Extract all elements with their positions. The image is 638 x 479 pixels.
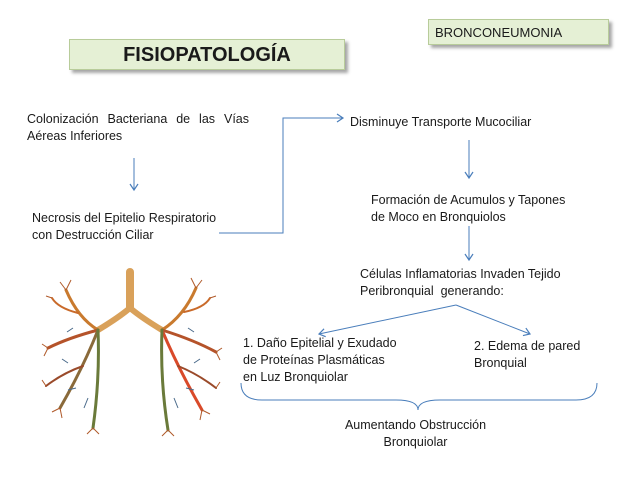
node-dano-line-2: de Proteínas Plasmáticas xyxy=(243,353,385,367)
node-edema: 2. Edema de pared Bronquial xyxy=(474,338,580,372)
node-necrosis-line-1: Necrosis del Epitelio Respiratorio xyxy=(32,211,217,225)
node-aumentando-line-1: Aumentando Obstrucción xyxy=(344,418,487,432)
node-aumentando: Aumentando Obstrucción Bronquiolar xyxy=(343,417,488,451)
title-box: FISIOPATOLOGÍA xyxy=(69,39,345,70)
node-dano-line-1: 1. Daño Epitelial y Exudado xyxy=(243,336,397,350)
arrow-celulas-dano xyxy=(317,304,457,338)
node-necrosis-line-2: con Destrucción Ciliar xyxy=(32,228,154,242)
page-title: FISIOPATOLOGÍA xyxy=(123,44,291,66)
node-edema-line-2: Bronquial xyxy=(474,356,527,370)
bronconeumonia-text: BRONCONEUMONIA xyxy=(435,25,563,40)
node-formacion-line-2: de Moco en Bronquiolos xyxy=(371,210,506,224)
node-colonizacion-2: Aéreas Inferiores xyxy=(27,128,122,145)
node-edema-line-1: 2. Edema de pared xyxy=(474,339,581,353)
bronconeumonia-label: BRONCONEUMONIA xyxy=(428,19,609,45)
node-celulas-line-1: Células Inflamatorias Invaden Tejido xyxy=(360,267,561,281)
node-formacion-line-1: Formación de Acumulos y Tapones xyxy=(371,193,566,207)
node-disminuye: Disminuye Transporte Mucociliar xyxy=(350,114,531,131)
node-aumentando-line-2: Bronquiolar xyxy=(383,435,448,449)
node-disminuye-line-1: Disminuye Transporte Mucociliar xyxy=(350,115,532,129)
lung-bronchial-tree-image xyxy=(38,268,224,442)
node-celulas-line-2: Peribronquial generando: xyxy=(360,284,504,298)
node-colonizacion-line-2: Aéreas Inferiores xyxy=(27,129,123,143)
node-formacion: Formación de Acumulos y Tapones de Moco … xyxy=(371,192,565,226)
arrow-celulas-edema xyxy=(455,304,532,337)
elbow-necrosis-disminuye xyxy=(219,113,345,234)
node-colonizacion-line-1: Colonización Bacteriana de las Vías xyxy=(27,112,249,126)
node-dano-line-3: en Luz Bronquiolar xyxy=(243,370,348,384)
node-celulas: Células Inflamatorias Invaden Tejido Per… xyxy=(360,266,561,300)
node-necrosis: Necrosis del Epitelio Respiratorio con D… xyxy=(32,210,216,244)
brace-bottom xyxy=(240,382,598,411)
node-dano: 1. Daño Epitelial y Exudado de Proteínas… xyxy=(243,335,397,386)
node-colonizacion: Colonización Bacteriana de las Vías xyxy=(27,111,249,128)
